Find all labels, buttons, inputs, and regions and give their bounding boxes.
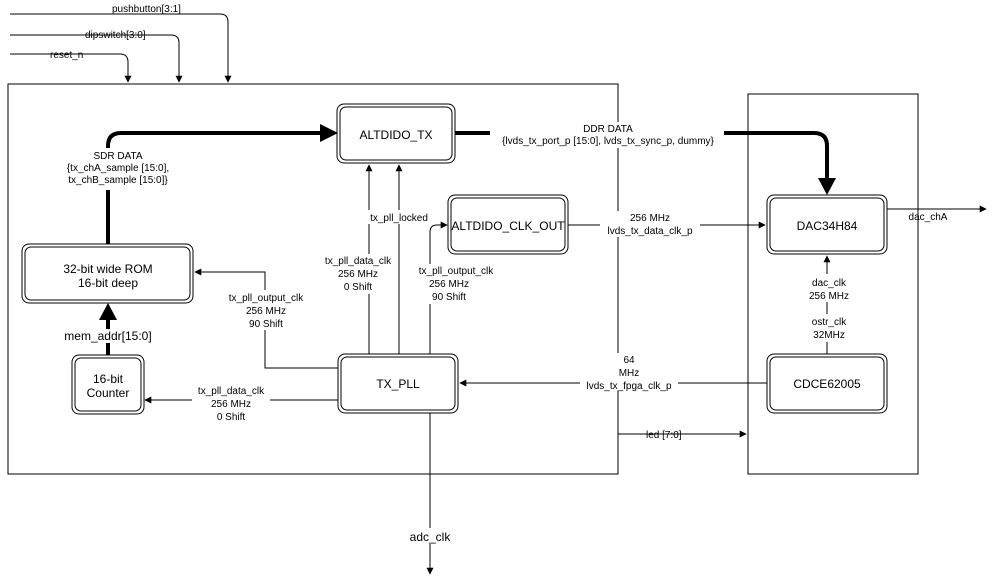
pll-output-clk-mid-1: tx_pll_output_clk bbox=[419, 266, 494, 277]
rom-block: 32-bit wide ROM 16-bit deep bbox=[21, 243, 194, 304]
sdr-data-connection: SDR DATA {tx_chA_sample [15:0], tx_chB_s… bbox=[60, 124, 338, 244]
counter-block: 16-bit Counter bbox=[71, 354, 145, 415]
pll-to-counter: tx_pll_data_clk 256 MHz 0 Shift bbox=[144, 384, 338, 424]
fpga-container bbox=[7, 83, 619, 475]
pushbutton-label: pushbutton[3:1] bbox=[112, 4, 181, 15]
sdr-data-label-3: tx_chB_sample [15:0]} bbox=[68, 175, 168, 186]
input-reset: reset_n bbox=[10, 50, 132, 83]
tx-pll-block: TX_PLL bbox=[337, 353, 459, 414]
pll-output-clk-left-3: 90 Shift bbox=[249, 319, 283, 330]
pll-data-clk-left-1: tx_pll_data_clk bbox=[198, 386, 265, 397]
tx-pll-locked-label: tx_pll_locked bbox=[370, 213, 428, 224]
adc-clk-output: adc_clk bbox=[402, 413, 458, 575]
pll-data-clk-mid-3: 0 Shift bbox=[344, 282, 373, 293]
pll-data-clk-left-2: 256 MHz bbox=[211, 399, 251, 410]
altdido-tx-label: ALTDIDO_TX bbox=[359, 128, 432, 142]
mem-addr-label: mem_addr[15:0] bbox=[64, 329, 151, 343]
pll-data-clk-mid-2: 256 MHz bbox=[338, 269, 378, 280]
pll-output-clk-mid-2: 256 MHz bbox=[429, 279, 469, 290]
counter-label-line1: 16-bit bbox=[93, 372, 124, 386]
dac-label: DAC34H84 bbox=[797, 219, 858, 233]
rom-label-line2: 16-bit deep bbox=[78, 276, 138, 290]
pll-to-clk-out: tx_pll_output_clk 256 MHz 90 Shift bbox=[419, 221, 494, 354]
ddr-data-label-1: DDR DATA bbox=[583, 124, 633, 135]
ddr-data-label-2: {lvds_tx_port_p [15:0], lvds_tx_sync_p, … bbox=[502, 136, 714, 147]
pll-to-rom: tx_pll_output_clk 256 MHz 90 Shift bbox=[194, 268, 338, 369]
ostr-clk-label-2: 32MHz bbox=[813, 330, 845, 341]
ddr-data-connection: DDR DATA {lvds_tx_port_p [15:0], lvds_tx… bbox=[455, 122, 836, 195]
input-pushbutton: pushbutton[3:1] bbox=[10, 4, 232, 83]
dipswitch-label: dipswitch[3:0] bbox=[85, 30, 146, 41]
fpga-clk-label-1: 64 bbox=[623, 355, 635, 366]
led-label: led [7:0] bbox=[646, 430, 682, 441]
pll-output-clk-mid-3: 90 Shift bbox=[432, 292, 466, 303]
dac-clk-label-1: dac_clk bbox=[812, 278, 847, 289]
lvds-data-clk-label-2: lvds_tx_data_clk_p bbox=[607, 226, 692, 237]
ostr-clk-label-1: ostr_clk bbox=[812, 317, 847, 328]
altdido-clk-out-block: ALTDIDO_CLK_OUT bbox=[447, 194, 569, 255]
fpga-clk-label-2: MHz bbox=[619, 368, 640, 379]
pll-output-clk-left-1: tx_pll_output_clk bbox=[229, 293, 304, 304]
counter-label-line2: Counter bbox=[87, 386, 130, 400]
dac-cha-output: dac_chA bbox=[887, 205, 987, 223]
dac-block: DAC34H84 bbox=[766, 194, 888, 255]
input-dipswitch: dipswitch[3:0] bbox=[10, 30, 183, 83]
pll-output-clk-left-2: 256 MHz bbox=[246, 306, 286, 317]
altdido-tx-block: ALTDIDO_TX bbox=[336, 103, 456, 164]
altdido-clk-out-label: ALTDIDO_CLK_OUT bbox=[451, 219, 565, 233]
sdr-data-label-2: {tx_chA_sample [15:0], bbox=[67, 163, 169, 174]
dac-clk-label-2: 256 MHz bbox=[809, 291, 849, 302]
led-connection: led [7:0] bbox=[618, 430, 747, 441]
reset-label: reset_n bbox=[50, 50, 83, 61]
dac-board-container bbox=[747, 93, 919, 475]
mem-addr-connection: mem_addr[15:0] bbox=[58, 303, 156, 355]
dac-cha-label: dac_chA bbox=[909, 212, 948, 223]
pll-data-clk-left-3: 0 Shift bbox=[217, 412, 246, 423]
pll-data-clk-mid-1: tx_pll_data_clk bbox=[325, 256, 392, 267]
cdce-label: CDCE62005 bbox=[793, 377, 861, 391]
lvds-data-clk-label-1: 256 MHz bbox=[630, 213, 670, 224]
sdr-data-label-1: SDR DATA bbox=[93, 151, 142, 162]
clk-out-to-dac: 256 MHz lvds_tx_data_clk_p bbox=[568, 211, 766, 237]
tx-pll-label: TX_PLL bbox=[376, 377, 420, 391]
cdce-block: CDCE62005 bbox=[766, 353, 888, 414]
cdce-to-dac: dac_clk 256 MHz ostr_clk 32MHz bbox=[800, 255, 856, 354]
adc-clk-label: adc_clk bbox=[410, 530, 452, 544]
cdce-to-pll: 64 MHz lvds_tx_fpga_clk_p bbox=[459, 353, 767, 392]
pll-to-altdido-tx: tx_pll_locked tx_pll_data_clk 256 MHz 0 … bbox=[320, 164, 432, 354]
rom-label-line1: 32-bit wide ROM bbox=[63, 262, 152, 276]
fpga-clk-label-3: lvds_tx_fpga_clk_p bbox=[586, 381, 671, 392]
